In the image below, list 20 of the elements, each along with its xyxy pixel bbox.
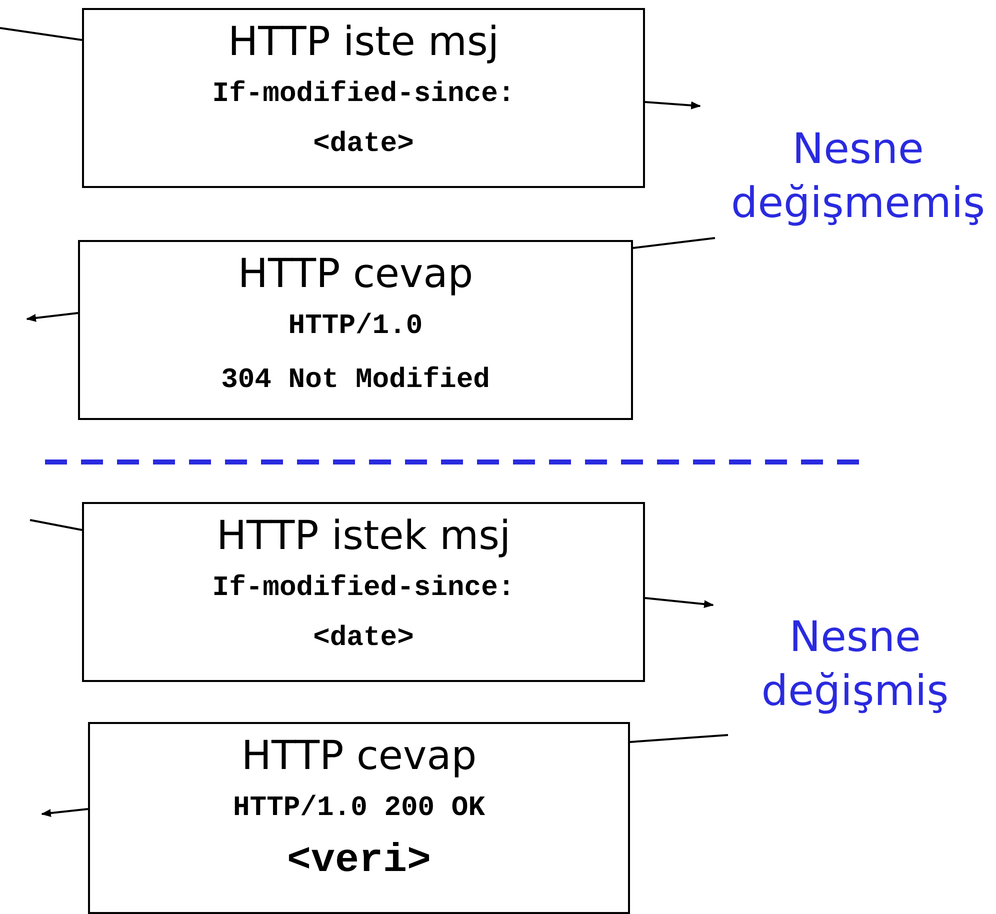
arrow [644, 597, 714, 608]
message-title: HTTP cevap [241, 732, 477, 780]
header-text: If-modified-since: <date> [211, 572, 516, 656]
header-text: HTTP/1.0 [287, 310, 424, 344]
message-title: HTTP iste msj [228, 18, 499, 66]
arrow [41, 808, 88, 817]
message-box [88, 722, 630, 914]
message-title: HTTP istek msj [216, 512, 511, 560]
arrow [26, 312, 78, 322]
status-note: Nesne değişmemiş [730, 123, 986, 229]
status-note: Nesne değişmiş [760, 611, 950, 717]
message-box [82, 8, 645, 188]
header-text: HTTP/1.0 200 OK [232, 792, 486, 826]
message-box [78, 240, 633, 420]
message-title: HTTP cevap [238, 250, 474, 298]
header-text: 304 Not Modified [220, 364, 491, 398]
message-box [82, 502, 645, 682]
header-text: <veri> [286, 838, 432, 886]
header-text: If-modified-since: <date> [211, 78, 516, 162]
arrow [644, 101, 701, 110]
